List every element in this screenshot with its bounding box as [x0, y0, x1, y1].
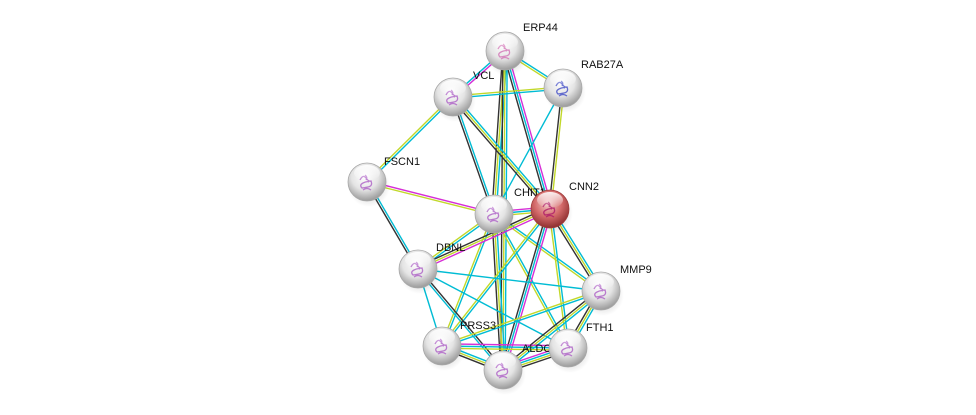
edge-line-coexpression — [416, 206, 550, 268]
node-label: CNN2 — [569, 181, 599, 193]
node-gloss — [492, 34, 518, 50]
node-label: FTH1 — [586, 322, 614, 334]
edge-line-coexpression — [500, 208, 549, 370]
edge-line-database — [495, 213, 506, 370]
edge-line-database — [504, 50, 551, 210]
node-gloss — [429, 329, 455, 345]
node-fth1[interactable]: FTH1 — [548, 322, 614, 373]
edge-line-textmining — [440, 207, 550, 346]
node-gloss — [550, 71, 576, 87]
node-label: VCL — [473, 70, 494, 82]
node-fscn1[interactable]: FSCN1 — [347, 156, 420, 207]
edge-line-coexpression — [491, 50, 504, 214]
edge-CNN2-DBNL[interactable] — [416, 206, 552, 272]
node-aldoc[interactable]: ALDOC — [483, 343, 560, 395]
edge-line-coexpression — [501, 288, 601, 369]
edge-line-textmining — [440, 213, 494, 346]
node-rab27a[interactable]: RAB27A — [543, 59, 624, 113]
node-label: ERP44 — [523, 22, 558, 34]
node-gloss — [555, 331, 581, 347]
node-vcl[interactable]: VCL — [433, 70, 494, 122]
node-gloss — [490, 353, 516, 369]
edge-ERP44-CNN2[interactable] — [502, 50, 553, 210]
edge-line-experiments — [418, 210, 552, 272]
node-label: FSCN1 — [384, 156, 420, 168]
edge-line-experiments — [504, 209, 553, 371]
edge-MMP9-PRSS3[interactable] — [441, 289, 602, 348]
edge-DBNL-MMP9[interactable] — [417, 268, 602, 292]
node-dbnl[interactable]: DBNL — [398, 242, 465, 294]
edge-line-textmining — [441, 289, 601, 346]
edge-line-experiments — [506, 50, 553, 209]
node-label: RAB27A — [581, 59, 624, 71]
edge-line-textmining — [493, 213, 504, 371]
node-label: MMP9 — [620, 264, 652, 276]
edge-line-textmining — [417, 208, 551, 270]
node-chit1[interactable]: CHIT1 — [474, 187, 546, 239]
node-erp44[interactable]: ERP44 — [485, 22, 558, 76]
node-gloss — [405, 252, 431, 268]
edge-line-database — [442, 291, 602, 348]
node-prss3[interactable]: PRSS3 — [422, 320, 496, 371]
edge-RAB27A-CHIT1[interactable] — [493, 87, 564, 215]
node-cnn2[interactable]: CNN2 — [530, 181, 599, 234]
node-gloss — [354, 165, 380, 181]
edge-line-database — [417, 268, 602, 292]
node-label: DBNL — [436, 242, 465, 254]
node-gloss — [537, 192, 563, 208]
edge-CNN2-ALDOC[interactable] — [500, 208, 553, 371]
node-mmp9[interactable]: MMP9 — [581, 264, 652, 316]
node-gloss — [588, 274, 614, 290]
node-gloss — [481, 197, 507, 213]
node-gloss — [440, 80, 466, 96]
edge-line-database — [493, 87, 564, 215]
edge-line-database — [502, 208, 551, 371]
edge-line-coexpression — [502, 51, 549, 210]
node-label: PRSS3 — [460, 320, 496, 332]
